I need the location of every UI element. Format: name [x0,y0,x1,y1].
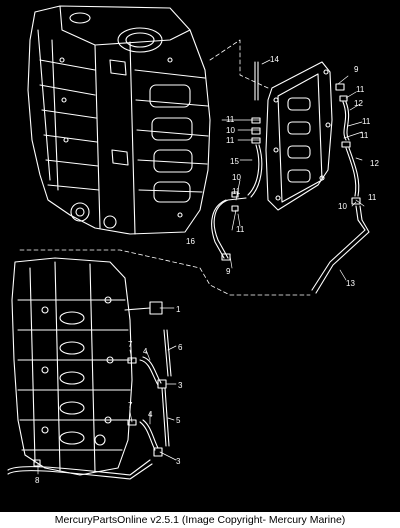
callout-9-b: 9 [354,65,359,74]
callout-1: 1 [176,305,181,314]
callout-16: 16 [186,237,195,246]
callout-11-g: 11 [360,131,369,140]
callout-labels: 14 11 10 11 15 10 11 11 16 9 9 11 12 11 … [35,55,379,485]
callout-3-b: 3 [176,457,181,466]
callout-10-c: 10 [338,202,347,211]
callout-4-b: 4 [148,410,153,419]
cover-plate [265,61,333,211]
callout-4-a: 4 [143,347,148,356]
callout-12-b: 12 [370,159,379,168]
callout-14: 14 [270,55,279,64]
callout-15: 15 [230,157,239,166]
callout-6: 6 [178,343,183,352]
callout-11-c: 11 [232,187,241,196]
callout-11-a: 11 [226,115,235,124]
callout-3-a: 3 [178,381,183,390]
callout-12-a: 12 [354,99,363,108]
callout-10-a: 10 [226,126,235,135]
callout-11-e: 11 [356,85,365,94]
callout-leaders [37,59,365,475]
callout-11-f: 11 [362,117,371,126]
lower-hoses [7,301,172,480]
callout-11-h: 11 [368,193,377,202]
cylinder-block-lower [11,257,133,476]
copyright-footer: MercuryPartsOnline v2.5.1 (Image Copyrig… [0,512,400,528]
callout-7-b: 7 [128,401,133,410]
callout-11-d: 11 [236,225,245,234]
cylinder-block-upper [27,5,211,235]
parts-diagram: 14 11 10 11 15 10 11 11 16 9 9 11 12 11 … [7,5,379,485]
callout-7-a: 7 [128,340,133,349]
callout-13: 13 [346,279,355,288]
callout-11-b: 11 [226,136,235,145]
callout-10-b: 10 [232,173,241,182]
callout-5: 5 [176,416,181,425]
callout-9-a: 9 [226,267,231,276]
dashed-leaders [19,39,311,296]
upper-hoses [211,61,370,294]
callout-8: 8 [35,476,40,485]
